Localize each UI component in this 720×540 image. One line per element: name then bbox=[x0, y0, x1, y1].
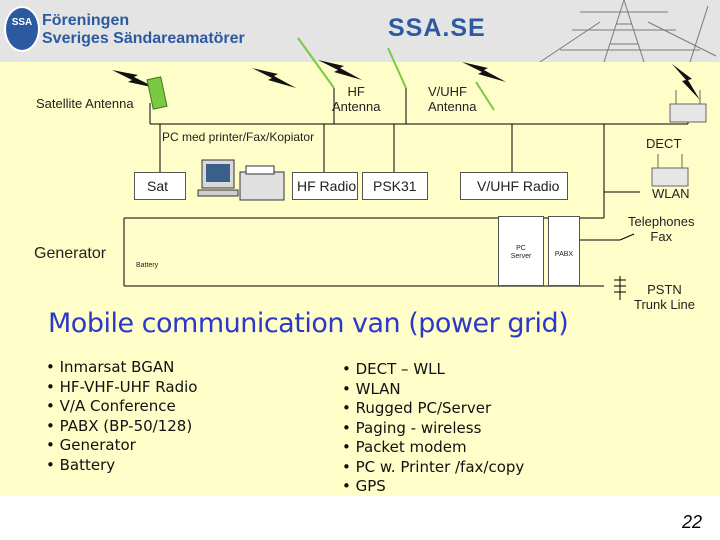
pabx-box: PABX bbox=[548, 216, 580, 286]
list-item: HF-VHF-UHF Radio bbox=[46, 378, 198, 398]
sat-label: Sat bbox=[147, 178, 169, 194]
page-number: 22 bbox=[681, 512, 702, 532]
satellite-antenna-label: Satellite Antenna bbox=[36, 96, 134, 111]
vuhf-antenna-icon bbox=[387, 47, 407, 89]
list-item: Paging - wireless bbox=[342, 419, 524, 439]
psk31-label: PSK31 bbox=[373, 178, 417, 194]
hf-antenna-label: HF Antenna bbox=[332, 84, 380, 114]
org-name-line1: Föreningen bbox=[42, 12, 130, 29]
pabx-label: PABX bbox=[554, 251, 574, 258]
footer-band bbox=[0, 496, 720, 540]
wlan-label: WLAN bbox=[652, 186, 690, 201]
list-item: Generator bbox=[46, 436, 197, 456]
psk31-box: PSK31 bbox=[362, 172, 428, 200]
vuhf-antenna-label: V/UHF Antenna bbox=[428, 84, 476, 114]
list-item: Battery bbox=[46, 456, 197, 476]
vuhf-antenna-label-line1: V/UHF bbox=[428, 84, 467, 99]
slide-title: Mobile communication van (power grid) bbox=[48, 308, 569, 339]
pc-printer-icon bbox=[197, 159, 285, 201]
features-list-left: Inmarsat BGAN HF-VHF-UHF Radio V/A Confe… bbox=[46, 358, 198, 476]
battery-box: Battery bbox=[128, 244, 168, 278]
vuhf-radio-label: V/UHF Radio bbox=[477, 178, 560, 194]
sat-box: Sat bbox=[134, 172, 186, 200]
mast-antenna-icon bbox=[539, 0, 717, 62]
hf-radio-box: HF Radio bbox=[292, 172, 358, 200]
hf-radio-label: HF Radio bbox=[297, 178, 357, 194]
hf-antenna-label-line1: HF bbox=[347, 84, 365, 99]
list-item: PABX (BP-50/128) bbox=[46, 417, 197, 437]
pstn-label-line2: Trunk Line bbox=[634, 297, 695, 312]
pstn-line-icon bbox=[614, 279, 626, 293]
pc-server-label: PC Server bbox=[499, 245, 543, 261]
features-list-right: DECT – WLL WLAN Rugged PC/Server Paging … bbox=[342, 360, 525, 497]
list-item: GPS bbox=[342, 477, 524, 497]
wlan-router-icon bbox=[651, 154, 689, 187]
generator-label: Generator bbox=[34, 245, 107, 262]
pstn-label-line1: PSTN bbox=[647, 282, 682, 297]
telephones-label-line2: Fax bbox=[650, 229, 673, 244]
header-banner: SSA Föreningen Sveriges Sändareamatörer … bbox=[0, 0, 720, 62]
telephones-label-line1: Telephones bbox=[628, 214, 695, 229]
telephones-label: Telephones Fax bbox=[628, 214, 695, 244]
hf-antenna-label-line2: Antenna bbox=[332, 99, 381, 114]
dect-base-icon bbox=[669, 90, 707, 123]
vuhf-radio-box: V/UHF Radio bbox=[460, 172, 568, 200]
battery-label: Battery bbox=[136, 262, 159, 269]
list-item: Rugged PC/Server bbox=[342, 399, 524, 419]
list-item: Packet modem bbox=[342, 438, 524, 458]
hf-antenna-icon bbox=[297, 37, 335, 89]
site-name: SSA.SE bbox=[388, 14, 486, 42]
pc-server-label-line2: Server bbox=[510, 253, 532, 260]
radio-wave-icons bbox=[112, 60, 700, 100]
satellite-antenna-icon bbox=[146, 76, 168, 110]
org-name-line2: Sveriges Sändareamatörer bbox=[42, 30, 245, 47]
logo-text: SSA bbox=[11, 17, 33, 28]
vuhf-antenna-label-line2: Antenna bbox=[428, 99, 477, 114]
pc-printer-label: PC med printer/Fax/Kopiator bbox=[162, 130, 315, 144]
pc-server-box: PC Server bbox=[498, 216, 544, 286]
list-item: Inmarsat BGAN bbox=[46, 358, 197, 378]
list-item: PC w. Printer /fax/copy bbox=[342, 458, 525, 478]
ssa-logo: SSA bbox=[4, 6, 40, 52]
pc-server-label-line1: PC bbox=[516, 245, 526, 252]
pstn-label: PSTN Trunk Line bbox=[634, 282, 695, 312]
list-item: V/A Conference bbox=[46, 397, 197, 417]
list-item: DECT – WLL bbox=[342, 360, 524, 380]
vuhf-antenna-icon-2 bbox=[475, 81, 495, 111]
dect-label: DECT bbox=[646, 136, 682, 151]
list-item: WLAN bbox=[342, 380, 524, 400]
